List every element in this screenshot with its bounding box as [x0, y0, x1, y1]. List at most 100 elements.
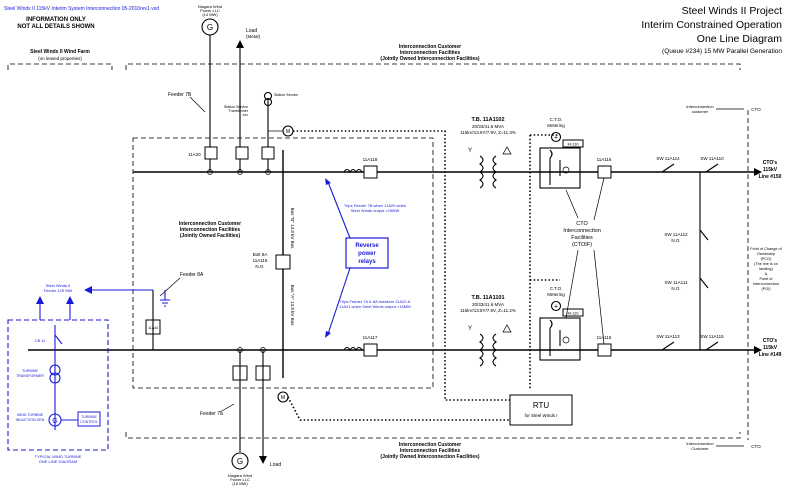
xfmr-1102-delta	[502, 146, 512, 155]
feeder-8a-label: Feeder 8A	[180, 272, 204, 278]
breaker-station-top	[261, 146, 275, 160]
ctoif-line1: CTO	[576, 221, 588, 227]
generator-top-line3: (14 MW)	[202, 12, 218, 17]
ctoif-line3: Facilities	[571, 235, 593, 241]
generator-top-line1: Niagara Wind	[198, 4, 222, 9]
sw-11a113-label: SW 11A113	[656, 334, 680, 339]
ct-lower-1	[237, 347, 243, 353]
top-bracket	[125, 63, 741, 70]
metering-lower-line2: Metering	[547, 292, 565, 297]
xfmr-1101-winding-left	[479, 333, 484, 367]
motor-bottom-symbol: M	[281, 395, 285, 401]
title-project: Steel Winds II Project	[682, 5, 782, 17]
rtu-sublabel: for Steel Winds I	[524, 413, 557, 418]
boundary-bot-right: CTO	[751, 444, 761, 449]
tie-label2: 11A119	[253, 258, 268, 263]
sw-11a110-label: SW 11A110	[700, 156, 724, 161]
metering-lower-line1: C.T.O.	[550, 286, 563, 291]
ctoif-pointer-right-down	[593, 249, 605, 345]
breaker-11a118-label: 11A118	[363, 157, 378, 162]
relay-line1: Reverse	[355, 243, 379, 249]
motor-top-symbol: M	[286, 129, 290, 135]
bus-upper-label: Bus "B" 13.8 kV Bus	[290, 208, 295, 249]
wind-farm-sublabel: (on leased properties)	[38, 56, 82, 61]
xfmr-1102-wye: Y	[468, 148, 472, 154]
generator-bottom-symbol: G	[237, 457, 243, 466]
poc-line3: (PCO)	[761, 257, 772, 261]
xfmr-1101-name: T.B. 11A1101	[471, 295, 504, 301]
sw-11a112-state: N.O.	[671, 238, 680, 243]
title-diagram: One Line Diagram	[697, 33, 782, 45]
station-svc-label3: xxx	[243, 113, 249, 117]
station-service-label: Station Service	[274, 93, 298, 97]
xfmr-1102-winding-right	[492, 155, 497, 189]
wt-cb-label: CB 11	[35, 339, 45, 343]
xfmr-1102-voltage: 115kV/13.8Y/7.9V, Z=11.3%	[460, 130, 516, 135]
note-lower-2: 11A21 when Steel Winds output >15MW	[339, 304, 411, 309]
title-queue: (Queue #234) 15 MW Parallel Generation	[662, 48, 782, 55]
feeder-7a-pointer	[219, 403, 235, 413]
wt-control-box	[77, 411, 101, 427]
feeder-8a-arrow	[84, 286, 92, 294]
xfmr-1101-voltage: 115kV/13.8Y/7.9V, Z=11.2%	[460, 308, 516, 313]
metering-cabinet-lower	[539, 317, 581, 361]
metering-pt-lower	[562, 336, 570, 344]
poc-line8: Interconnection	[753, 282, 779, 286]
bottom-bracket-line1: Interconnection Customer	[399, 442, 461, 448]
note-upper-2: Steel Winds output >15MW	[351, 208, 400, 213]
rtu-box	[509, 394, 573, 426]
wind-turbine-box	[7, 319, 109, 451]
breaker-11a119	[275, 254, 291, 270]
wt-header1: Steel Winds II	[46, 283, 71, 288]
load-top-label: Load	[246, 28, 257, 34]
sw-11a111-state: N.O.	[671, 286, 680, 291]
motor-bottom	[277, 391, 289, 403]
bus-lower-label: Bus "A" 13.8 kV Bus	[290, 285, 295, 326]
load-bottom-label: Load	[270, 462, 281, 468]
sw-11a115	[705, 341, 719, 351]
ctoif-pointer-up	[565, 189, 579, 219]
boundary-top-left: Interconnection	[686, 104, 713, 109]
generator-bottom-line2: Power LLC	[230, 477, 250, 482]
reverse-power-relay-box	[345, 237, 389, 269]
meter-tag-lower	[562, 308, 584, 317]
generator-bottom	[231, 452, 249, 470]
breaker-11a115-label: 11A115	[597, 335, 612, 340]
line-150-arrow	[754, 168, 762, 176]
sw-11a115-label: SW 11A115	[700, 334, 724, 339]
note-lower-1: Trips Feeder 7A & 8A breakers 11A20 &	[340, 299, 411, 304]
wt-header2: Feeder 125 MW	[44, 288, 73, 293]
top-bracket-line2: Interconnection Facilities	[400, 50, 461, 56]
breaker-11a116	[597, 165, 612, 179]
metering-upper-line1: C.T.O.	[550, 117, 563, 122]
feeder-8a-pointer	[159, 277, 181, 297]
load-top-sublabel: (Metal)	[246, 34, 261, 39]
wt-xfmr-b	[49, 372, 61, 384]
poc-line2: Ownership	[757, 252, 775, 256]
bottom-bracket-line2: Interconnection Facilities	[400, 448, 461, 454]
breaker-11a115	[597, 343, 612, 357]
wt-xfmr-a	[49, 364, 61, 376]
ctoif-pointer-right-up	[593, 177, 605, 221]
line-149-line1: CTO's	[763, 338, 778, 344]
inner-box-line2: Interconnection Facilities	[180, 227, 241, 233]
tie-label3: N.O.	[255, 264, 264, 269]
generator-top-symbol: G	[207, 23, 213, 32]
ct-lower-2	[260, 347, 266, 353]
xfmr-1101-delta	[502, 324, 512, 333]
meter-tag-upper-text: M-110	[567, 142, 579, 147]
ctoif-pointer-down	[565, 249, 579, 319]
ctoif-line4: (CTOIF)	[572, 242, 592, 248]
relay-arrowhead-up	[325, 178, 331, 185]
sw-11a114	[661, 163, 675, 173]
load-top-arrow	[236, 40, 244, 48]
meter-lower-plus: +	[554, 304, 558, 311]
xfmr-1102-name: T.B. 11A1102	[471, 117, 504, 123]
boundary-top-right: CTO	[751, 107, 761, 112]
metering-cabinet-upper	[539, 147, 581, 189]
wt-arrowhead-2	[66, 296, 74, 304]
metering-ct-lower	[549, 319, 561, 356]
line-149-arrow	[754, 346, 762, 354]
poc-line4: (The line is on	[754, 262, 778, 266]
